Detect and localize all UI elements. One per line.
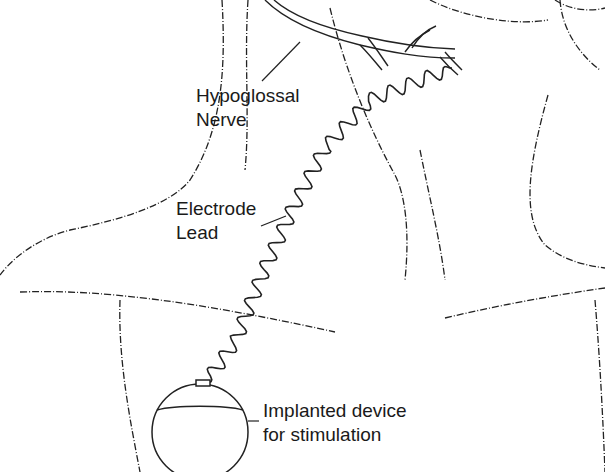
part-label: Hypoglossal Nerve: [196, 85, 300, 130]
stimulator-device: [152, 380, 248, 472]
part-label: Implanted device for stimulation: [263, 400, 407, 445]
nerve-label: Hypoglossal Nerve: [196, 84, 324, 132]
device-label: Implanted device for stimulation: [263, 399, 423, 447]
lead-label: Electrode Lead: [176, 197, 276, 245]
part-label: Electrode Lead: [176, 198, 256, 243]
hypoglossal-nerve: [265, 0, 462, 75]
